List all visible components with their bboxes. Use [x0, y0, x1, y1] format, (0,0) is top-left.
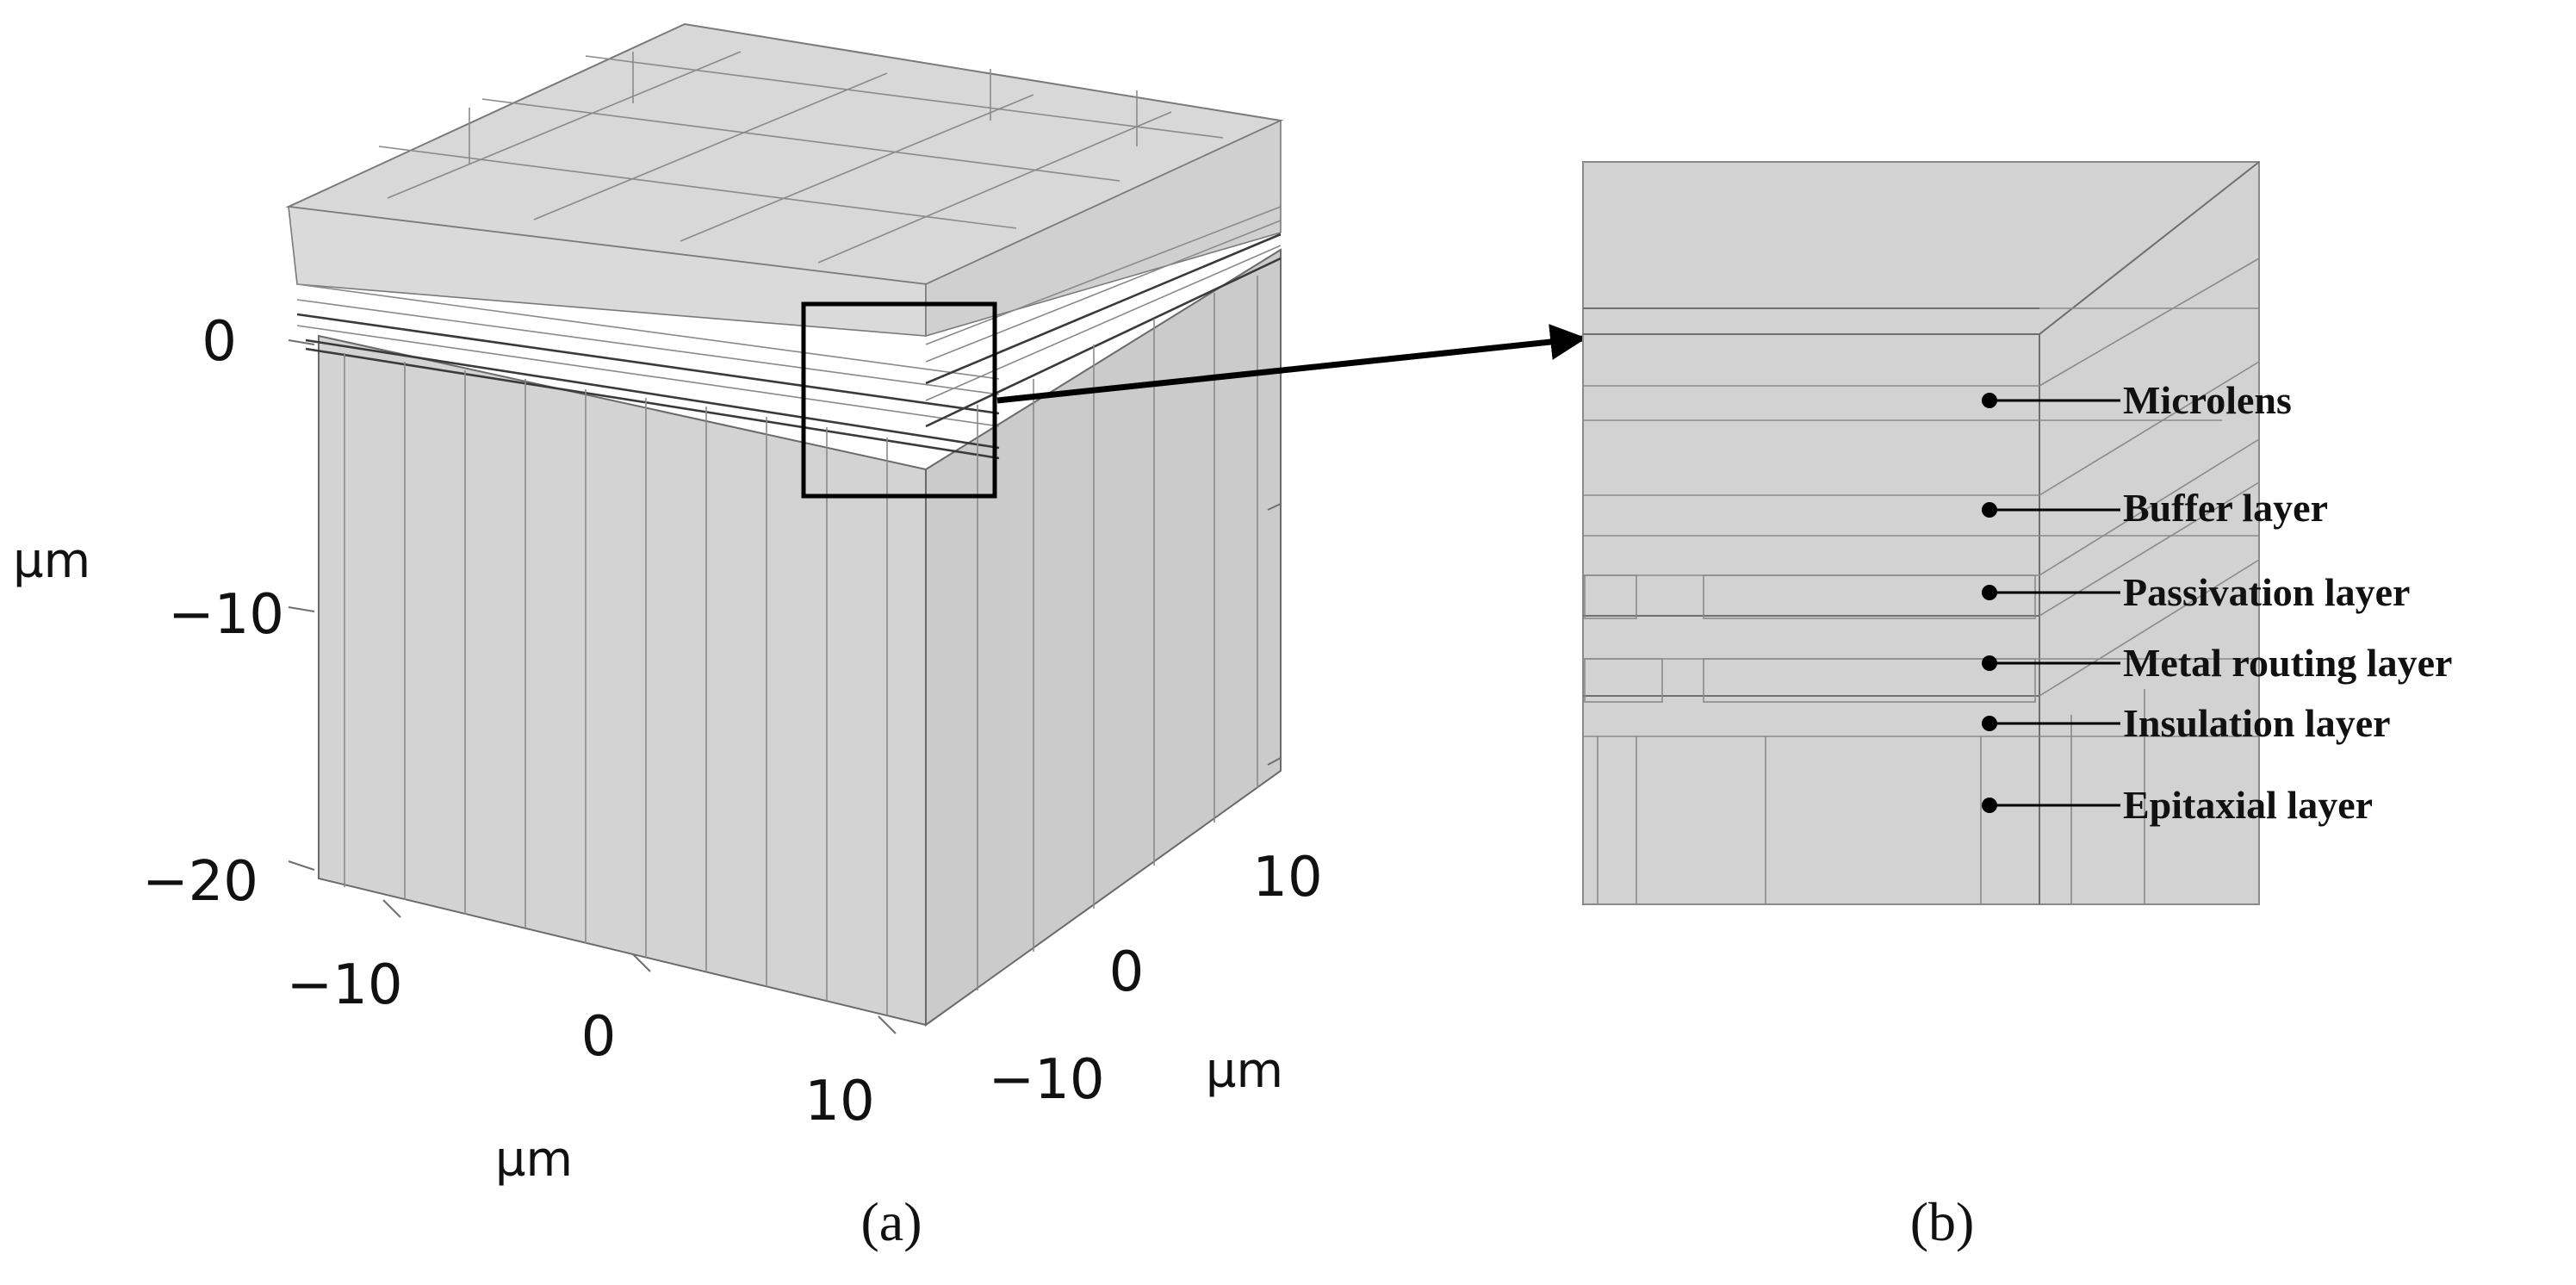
layer-label-insulation: Insulation layer	[2123, 701, 2391, 745]
depth-axis-tick: −10	[988, 1048, 1104, 1112]
panel-a-cube	[285, 22, 1284, 1034]
front-axis: −10 0 10 µm	[286, 953, 874, 1188]
depth-axis: 10 0 −10 µm	[988, 846, 1322, 1112]
inset-background	[1582, 161, 2260, 905]
vertical-axis-tick: 0	[202, 310, 237, 374]
panel-b-caption: (b)	[1910, 1191, 1975, 1252]
layer-labels: Microlens Buffer layer Passivation layer…	[1982, 378, 2452, 827]
top-ticks	[469, 52, 1138, 164]
vertical-axis: 0 −10 −20 µm	[13, 310, 284, 914]
front-axis-tick: 10	[804, 1070, 874, 1133]
front-axis-tick: 0	[581, 1005, 617, 1069]
cube-slab-right	[925, 119, 1282, 338]
right-pixel-columns	[977, 276, 1258, 990]
vertical-axis-unit: µm	[13, 533, 90, 589]
right-layer-lines	[925, 206, 1282, 428]
front-layer-lines	[296, 283, 1000, 460]
layer-label-epitaxial: Epitaxial layer	[2123, 783, 2373, 827]
layer-label-buffer: Buffer layer	[2123, 486, 2328, 530]
layer-label-passivation: Passivation layer	[2123, 570, 2410, 614]
cube-front-face	[318, 334, 927, 1027]
zoom-region-box	[801, 301, 997, 499]
depth-axis-tick: 0	[1109, 940, 1145, 1004]
vertical-axis-tick: −20	[142, 850, 258, 914]
front-pixel-columns	[344, 353, 888, 1015]
front-axis-unit: µm	[495, 1132, 573, 1188]
layer-label-metal-routing: Metal routing layer	[2123, 641, 2452, 685]
callout-arrow	[996, 324, 1587, 404]
panel-a-caption: (a)	[860, 1191, 922, 1252]
top-microlens-grid	[378, 51, 1224, 264]
layer-label-microlens: Microlens	[2123, 378, 2292, 422]
vertical-axis-tick: −10	[168, 583, 284, 647]
depth-axis-tick: 10	[1252, 846, 1322, 909]
front-axis-tick: −10	[286, 953, 402, 1017]
depth-axis-unit: µm	[1206, 1043, 1283, 1099]
cube-right-face	[925, 248, 1282, 1027]
panel-b-inset	[1582, 161, 2260, 905]
